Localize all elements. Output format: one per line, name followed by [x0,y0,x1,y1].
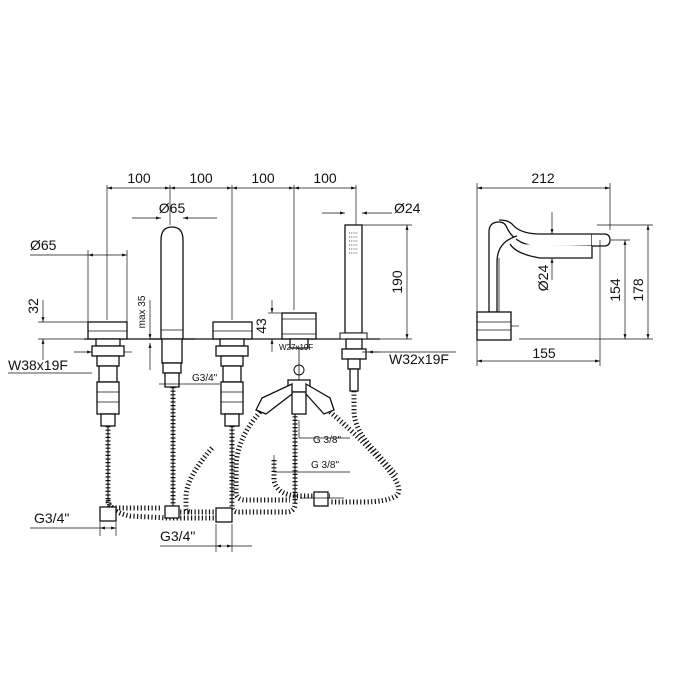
top-dimension-chain: 100 100 100 100 [106,170,357,320]
thread-w38-label: W38x19F [8,357,68,373]
dim-depth-155: 155 [476,240,601,366]
thread-g34-mid: G3/4" [159,373,220,385]
middle-valve-body [215,338,249,427]
thread-w32-label: W32x19F [389,351,449,367]
side-view: 212 Ø24 155 [476,170,653,366]
thread-g38-a: G 3/8" [298,420,350,446]
hoses [105,387,402,521]
thread-g34-bottom-label: G3/4" [160,528,195,544]
dim-handshower-diameter: Ø24 [322,200,421,216]
thread-w32: W32x19F [362,350,456,367]
diverter-body [255,338,335,415]
dim-spacing-4: 100 [313,170,337,186]
dim-dia-65-spout: Ø65 [159,200,186,216]
spout [150,226,195,340]
handshower-nozzle-grid [349,232,358,254]
thread-g38-b-label: G 3/8" [311,460,339,471]
dim-width-212: 212 [531,170,555,186]
thread-g34-left: G3/4" [30,510,117,536]
dim-dia-24-spout: Ø24 [535,265,551,292]
dim-valve-height: 32 [25,298,90,360]
dim-spout-diameter: Ø65 [132,200,217,220]
thread-g38-b: G 3/8" [273,455,350,473]
dim-spout-tip-diameter: Ø24 [535,212,554,292]
dim-height-178-label: 178 [630,278,646,302]
dim-dia-65-left: Ø65 [30,237,57,253]
thread-w38: W38x19F [8,350,132,374]
dim-spacing-2: 100 [189,170,213,186]
spout-fixing [161,338,183,388]
thread-w27-label: W27x19F [279,343,313,352]
thread-g38-a-label: G 3/8" [313,435,341,446]
hand-shower [339,224,368,340]
diverter [281,312,317,340]
dim-height-154-label: 154 [607,278,623,302]
dim-valve-diameter: Ø65 [30,237,128,322]
dim-height-190: 190 [389,270,405,294]
dim-spacing-1: 100 [127,170,151,186]
dim-height-32: 32 [25,298,41,314]
dim-max-35: max 35 [137,295,148,328]
dim-depth-155-label: 155 [532,345,556,361]
side-base [476,311,512,341]
side-spout-outline [488,219,611,322]
handshower-body [341,338,367,392]
left-valve-body [91,338,125,427]
dim-diverter-height: 43 [253,300,282,352]
dim-height-154: 154 [519,239,630,340]
thread-g34-left-label: G3/4" [34,510,69,526]
dim-max-35: max 35 [137,295,152,370]
middle-valve-handle [212,321,253,340]
dim-dia-24-top: Ø24 [394,200,421,216]
dim-spacing-3: 100 [251,170,275,186]
dim-handshower-height: 190 [362,224,412,340]
dim-height-178: 178 [597,224,653,340]
dim-height-43: 43 [253,318,269,334]
bottom-connectors [99,491,344,523]
left-valve-handle [87,321,128,340]
thread-g34-bottom: G3/4" [160,524,252,552]
thread-g34-mid-label: G3/4" [192,373,218,384]
thread-w27: W27x19F [279,343,313,352]
